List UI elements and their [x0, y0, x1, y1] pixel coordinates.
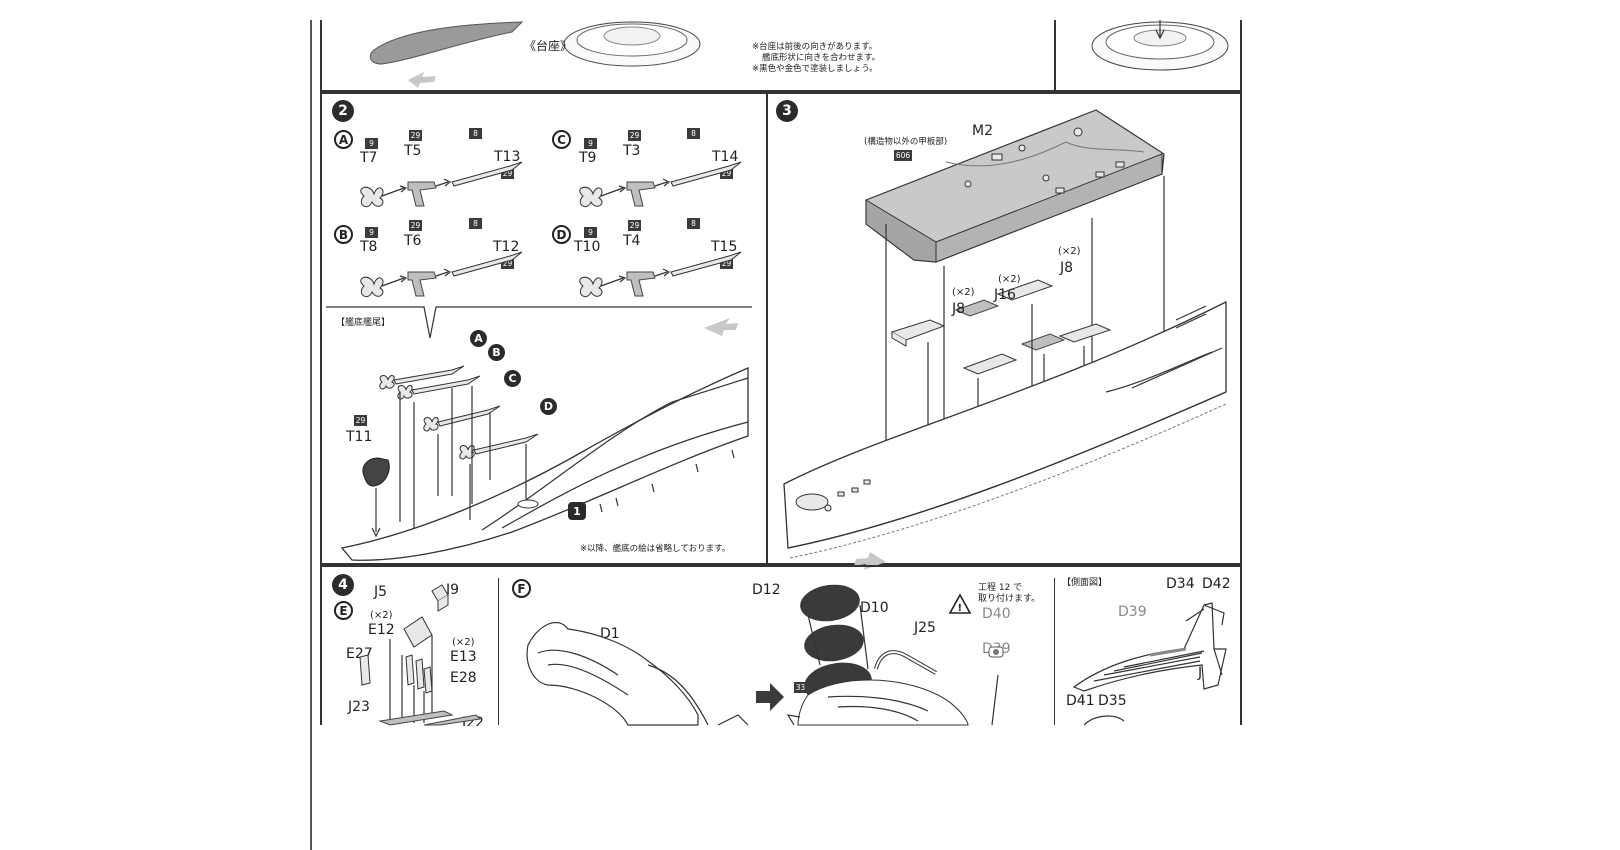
j16-label: J16 [994, 287, 1016, 303]
j8-left-qty: (×2) [952, 287, 975, 298]
bottom-panel [320, 565, 1242, 725]
part-e28: E28 [450, 670, 477, 686]
assembly-letter-b: B [488, 344, 505, 361]
assembly-propellers [379, 365, 539, 528]
part-j25: J25 [914, 620, 936, 636]
step4-number: 4 [332, 574, 354, 596]
group-b-prop-label: T8 [360, 239, 378, 255]
group-a-rod-color: 8 [469, 128, 482, 139]
base-note-2: 艦底形状に向きを合わせます。 [762, 53, 881, 63]
top-divider [1054, 20, 1056, 90]
group-b-tail-color: 29 [501, 258, 514, 269]
group-c-rod-color: 8 [687, 128, 700, 139]
group-a-prop-label: T7 [360, 150, 378, 166]
step3-panel [766, 92, 1242, 565]
group-c-shaft-color: 29 [628, 130, 641, 141]
base-note-3: ※黒色や金色で塗装しましょう。 [752, 64, 878, 74]
base-label: 《台座》 [524, 39, 573, 53]
stern-label: 【艦底艦尾】 [336, 318, 391, 328]
group-b-shaft-color: 29 [409, 220, 422, 231]
group-d-tail-color: 29 [720, 258, 733, 269]
group-a-shaft-label: T5 [404, 143, 422, 159]
step2-number: 2 [332, 100, 354, 122]
group-a-prop-color: 9 [365, 138, 378, 149]
part-e13: E13 [450, 649, 477, 665]
deck-color: 606 [894, 150, 912, 161]
group-d-prop-label: T10 [574, 239, 601, 255]
side-d34: D34 [1166, 576, 1195, 592]
group-c-badge: C [552, 130, 571, 149]
group-b-prop-color: 9 [365, 227, 378, 238]
svg-text:!: ! [958, 603, 963, 614]
group-b-shaft-label: T6 [404, 233, 422, 249]
base-note-1: ※台座は前後の向きがあります。 [752, 42, 878, 52]
group-c-parts [579, 161, 742, 208]
side-d42: D42 [1202, 576, 1231, 592]
j8-right-qty: (×2) [1058, 246, 1081, 257]
group-c-tail-color: 29 [720, 168, 733, 179]
part-d10: D10 [860, 600, 889, 616]
j8-right-label: J8 [1060, 260, 1074, 276]
part-e12-qty: (×2) [370, 610, 393, 621]
group-d-shaft-label: T4 [623, 233, 641, 249]
part-d40: D40 [982, 606, 1011, 622]
part-e13-qty: (×2) [452, 637, 475, 648]
side-view-divider [1054, 578, 1055, 725]
step4-sub-e: E [334, 601, 353, 620]
step4-divider [498, 578, 499, 725]
side-d41: D41 [1066, 693, 1095, 709]
group-d-parts [579, 251, 742, 298]
group-c-prop-label: T9 [579, 150, 597, 166]
group-b-badge: B [334, 225, 353, 244]
step3-number: 3 [776, 100, 798, 122]
propeller-assembly-illustrations [326, 161, 752, 561]
side-d35: D35 [1098, 693, 1127, 709]
step-f-illustration: ! [526, 584, 1004, 726]
group-c-tail-label: T14 [712, 149, 739, 165]
warning-note: 工程 12 で 取り付けます。 [978, 583, 1041, 605]
part-j5: J5 [374, 584, 388, 600]
color-33: 33 [794, 682, 807, 693]
group-c-shaft-label: T3 [623, 143, 641, 159]
instruction-sheet: 《台座》 ※台座は前後の向きがあります。 艦底形状に向きを合わせます。 ※黒色や… [310, 20, 1307, 850]
assembly-letter-d: D [540, 398, 557, 415]
group-d-rod-color: 8 [687, 218, 700, 229]
deck-assembly-illustration [783, 109, 1227, 570]
group-b-parts [360, 251, 523, 298]
group-a-shaft-color: 29 [409, 130, 422, 141]
deck-part-label: M2 [972, 123, 993, 139]
side-view-illustration [1072, 602, 1227, 726]
j8-left-label: J8 [952, 301, 966, 317]
group-b-tail-label: T12 [493, 239, 520, 255]
group-d-tail-label: T15 [711, 239, 738, 255]
step2-note: ※以降、艦底の絵は省略しております。 [580, 544, 731, 554]
part-j22-cut: J22 [462, 716, 484, 726]
step-f-badge: F [512, 579, 531, 598]
group-a-parts [360, 161, 523, 208]
group-d-shaft-color: 29 [628, 220, 641, 231]
side-d39: D39 [1118, 604, 1147, 620]
group-d-badge: D [552, 225, 571, 244]
top-panel [320, 20, 1242, 92]
rudder-label: T11 [346, 429, 373, 445]
step4-parts-illustration [359, 584, 482, 726]
rudder-color: 29 [354, 415, 367, 426]
group-c-prop-color: 9 [584, 138, 597, 149]
group-b-rod-color: 8 [469, 218, 482, 229]
group-d-prop-color: 9 [584, 227, 597, 238]
assembly-letter-a: A [470, 330, 487, 347]
group-a-badge: A [334, 130, 353, 149]
group-a-tail-color: 29 [501, 168, 514, 179]
part-j23: J23 [348, 699, 370, 715]
part-j9: J9 [446, 582, 460, 598]
assembly-letter-c: C [504, 370, 521, 387]
hull-callout: 1 [568, 502, 586, 520]
j16-qty: (×2) [998, 274, 1021, 285]
part-d12: D12 [752, 582, 781, 598]
base-stand-illustration [369, 20, 1229, 88]
part-e12: E12 [368, 622, 395, 638]
side-view-label: 【側面図】 [1062, 578, 1108, 588]
deck-note: (構造物以外の甲板部) [864, 137, 948, 147]
group-a-tail-label: T13 [494, 149, 521, 165]
